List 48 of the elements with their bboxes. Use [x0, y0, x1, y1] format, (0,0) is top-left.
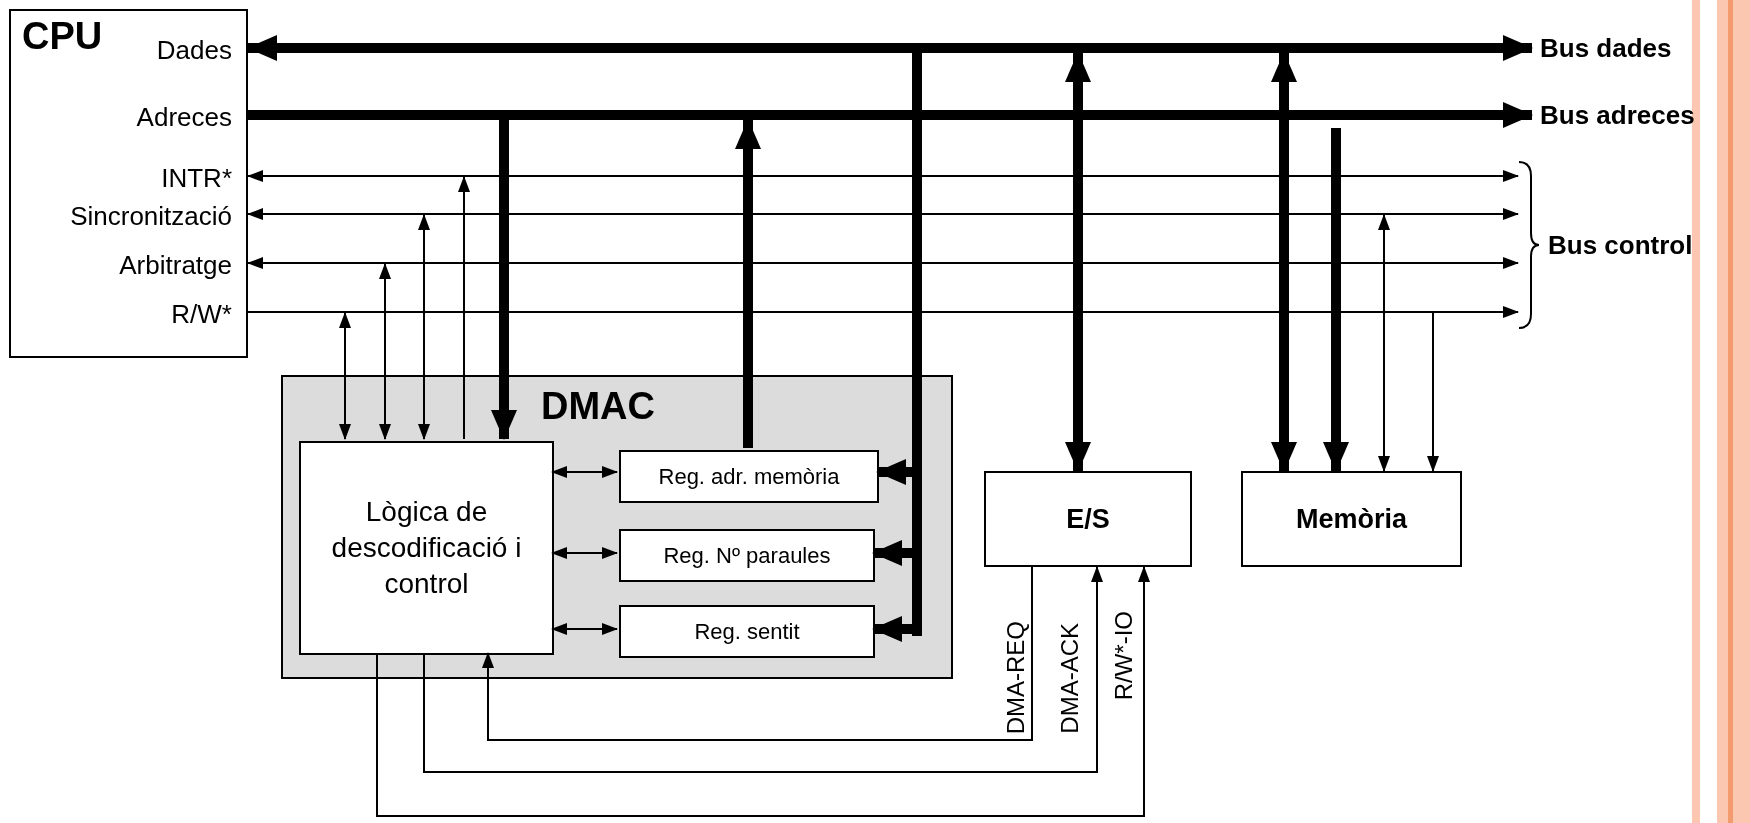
cpu-box — [9, 9, 248, 358]
bus-label: Bus adreces — [1540, 97, 1695, 133]
bus-group-label: Bus control — [1548, 229, 1693, 262]
signal-arrow — [247, 170, 1519, 182]
register-box — [619, 529, 875, 582]
signal-arrow — [551, 466, 618, 478]
bus-arrow — [248, 102, 1533, 128]
bus-arrow — [735, 119, 761, 448]
signal-name: R/W* — [171, 299, 232, 329]
bus-arrow — [1271, 52, 1297, 472]
signal-arrow — [247, 306, 1519, 318]
signal-arrow — [423, 566, 1103, 773]
logic-box — [299, 441, 554, 655]
box-label: Lògica de descodificació i control — [330, 495, 523, 601]
signal-arrow — [551, 623, 618, 635]
signal-name: Adreces — [136, 102, 232, 132]
bus-label: Bus dades — [1540, 30, 1672, 66]
signal-arrow — [458, 176, 470, 440]
bus-arrow — [247, 35, 1533, 61]
signal-name: Dades — [156, 35, 232, 65]
signal-name: Arbitratge — [119, 250, 232, 280]
signal-arrow — [379, 263, 391, 440]
signal-arrow — [551, 547, 618, 559]
block-title: CPU — [22, 15, 103, 58]
signal-name: INTR* — [161, 163, 232, 193]
bus-arrow — [1323, 128, 1349, 472]
box-label: Reg. adr. memòria — [658, 463, 840, 490]
bus-arrow — [1065, 52, 1091, 472]
box-label: Reg. Nº paraules — [663, 542, 831, 569]
signal-arrow — [376, 566, 1150, 817]
block-title: DMAC — [541, 385, 655, 428]
box-label: Reg. sentit — [694, 618, 800, 645]
register-box — [619, 450, 879, 503]
dmac-block — [281, 375, 953, 679]
signal-arrow — [247, 257, 1519, 269]
signal-arrow — [482, 566, 1033, 741]
signal-name: Sincronització — [70, 201, 232, 231]
register-box — [619, 605, 875, 658]
box-label: Memòria — [1295, 503, 1407, 535]
unit-box — [984, 471, 1192, 567]
signal-arrow — [1378, 214, 1390, 472]
signal-arrow — [1427, 311, 1439, 472]
signal-arrow — [418, 214, 430, 440]
box-label: E/S — [1066, 503, 1110, 535]
bus-arrow — [491, 120, 517, 440]
signal-arrow — [339, 312, 351, 440]
unit-box — [1241, 471, 1462, 567]
signal-arrow — [247, 208, 1519, 220]
